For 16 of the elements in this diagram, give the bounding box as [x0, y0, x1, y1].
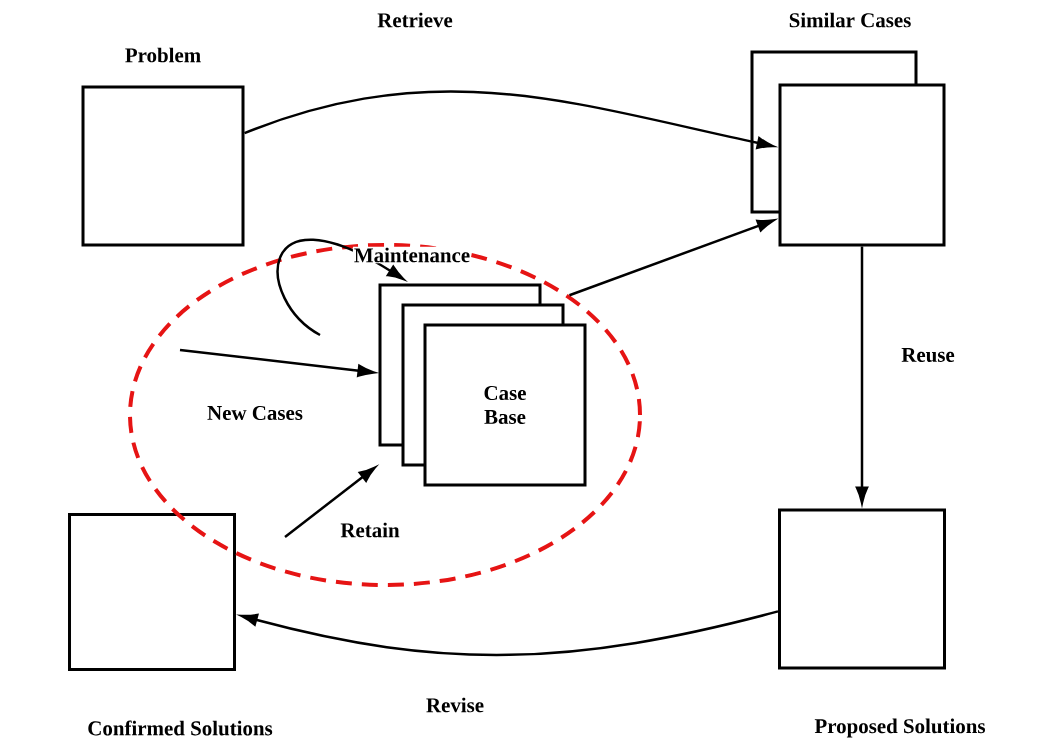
box: Confirmed Solutions — [68, 513, 273, 736]
edge-label: Revise — [424, 696, 486, 714]
node-label: Proposed Solutions — [814, 718, 986, 738]
node-label: Similar Cases — [789, 12, 911, 28]
edge-label: New Cases — [206, 404, 304, 421]
box: Proposed Solutions — [778, 508, 985, 738]
node-label: Confirmed Solutions — [88, 720, 273, 736]
node-label: Problem — [125, 47, 201, 63]
dashed-ellipse — [128, 243, 642, 587]
edge-label: Retain — [339, 521, 401, 539]
edge-label: Reuse — [900, 347, 956, 363]
box: Problem — [81, 47, 245, 247]
stacked-boxes: Case Base — [378, 283, 587, 487]
stacked-boxes: Similar Cases — [750, 12, 946, 247]
edge-label: Retrieve — [376, 11, 454, 29]
process-label: Maintenance — [352, 246, 472, 264]
